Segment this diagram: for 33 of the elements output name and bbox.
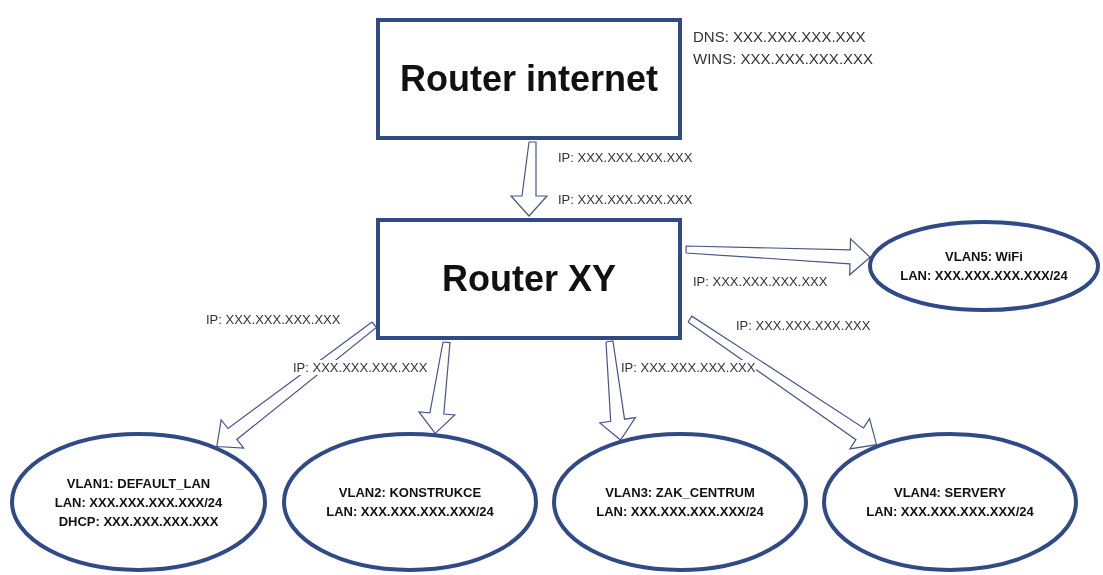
network-info: VLAN5: WiFi [945,248,1023,266]
network-info: VLAN2: KONSTRUKCE [338,484,482,502]
interface-address: IP: XXX.XXX.XXX.XXX [557,192,694,207]
network-info: VLAN4: SERVERY [894,484,1006,502]
edge-label: IP: XXX.XXX.XXX.XXX [735,318,872,333]
vlan-ellipse [868,220,1100,312]
router-name: Router XY [442,258,616,300]
network-info: DHCP: XXX.XXX.XXX.XXX [58,512,219,531]
block-arrow [598,340,637,441]
network-info: LAN: XXX.XXX.XXX.XXX/24 [326,503,494,521]
vlan-ellipse [552,432,808,572]
network-info: LAN: XXX.XXX.XXX.XXX/24 [596,503,764,521]
network-info: LAN: XXX.XXX.XXX.XXX/24 [54,493,223,512]
vlan-ellipse [822,432,1078,572]
network-info: LAN: XXX.XXX.XXX.XXX/24 [900,267,1068,285]
block-arrow [509,141,549,217]
vlan-ellipse [10,432,267,572]
block-arrow [685,237,871,277]
network-info: LAN: XXX.XXX.XXX.XXX/24 [866,503,1034,521]
block-arrow [417,341,457,435]
edge-label: IP: XXX.XXX.XXX.XXX [205,312,342,327]
network-info: VLAN3: ZAK_CENTRUM [605,484,755,502]
edge-label: IP: XXX.XXX.XXX.XXX [292,360,429,375]
router-box [376,218,682,340]
router-name: Router internet [400,58,658,100]
block-arrow [216,321,378,449]
edge-label: IP: XXX.XXX.XXX.XXX [692,274,829,289]
router-box [376,18,682,140]
block-arrow [687,315,878,450]
vlan-ellipse [282,432,538,572]
edge-label: IP: XXX.XXX.XXX.XXX [620,360,757,375]
edge-label: IP: XXX.XXX.XXX.XXX [557,150,694,165]
network-info: VLAN1: DEFAULT_LAN [66,474,211,493]
